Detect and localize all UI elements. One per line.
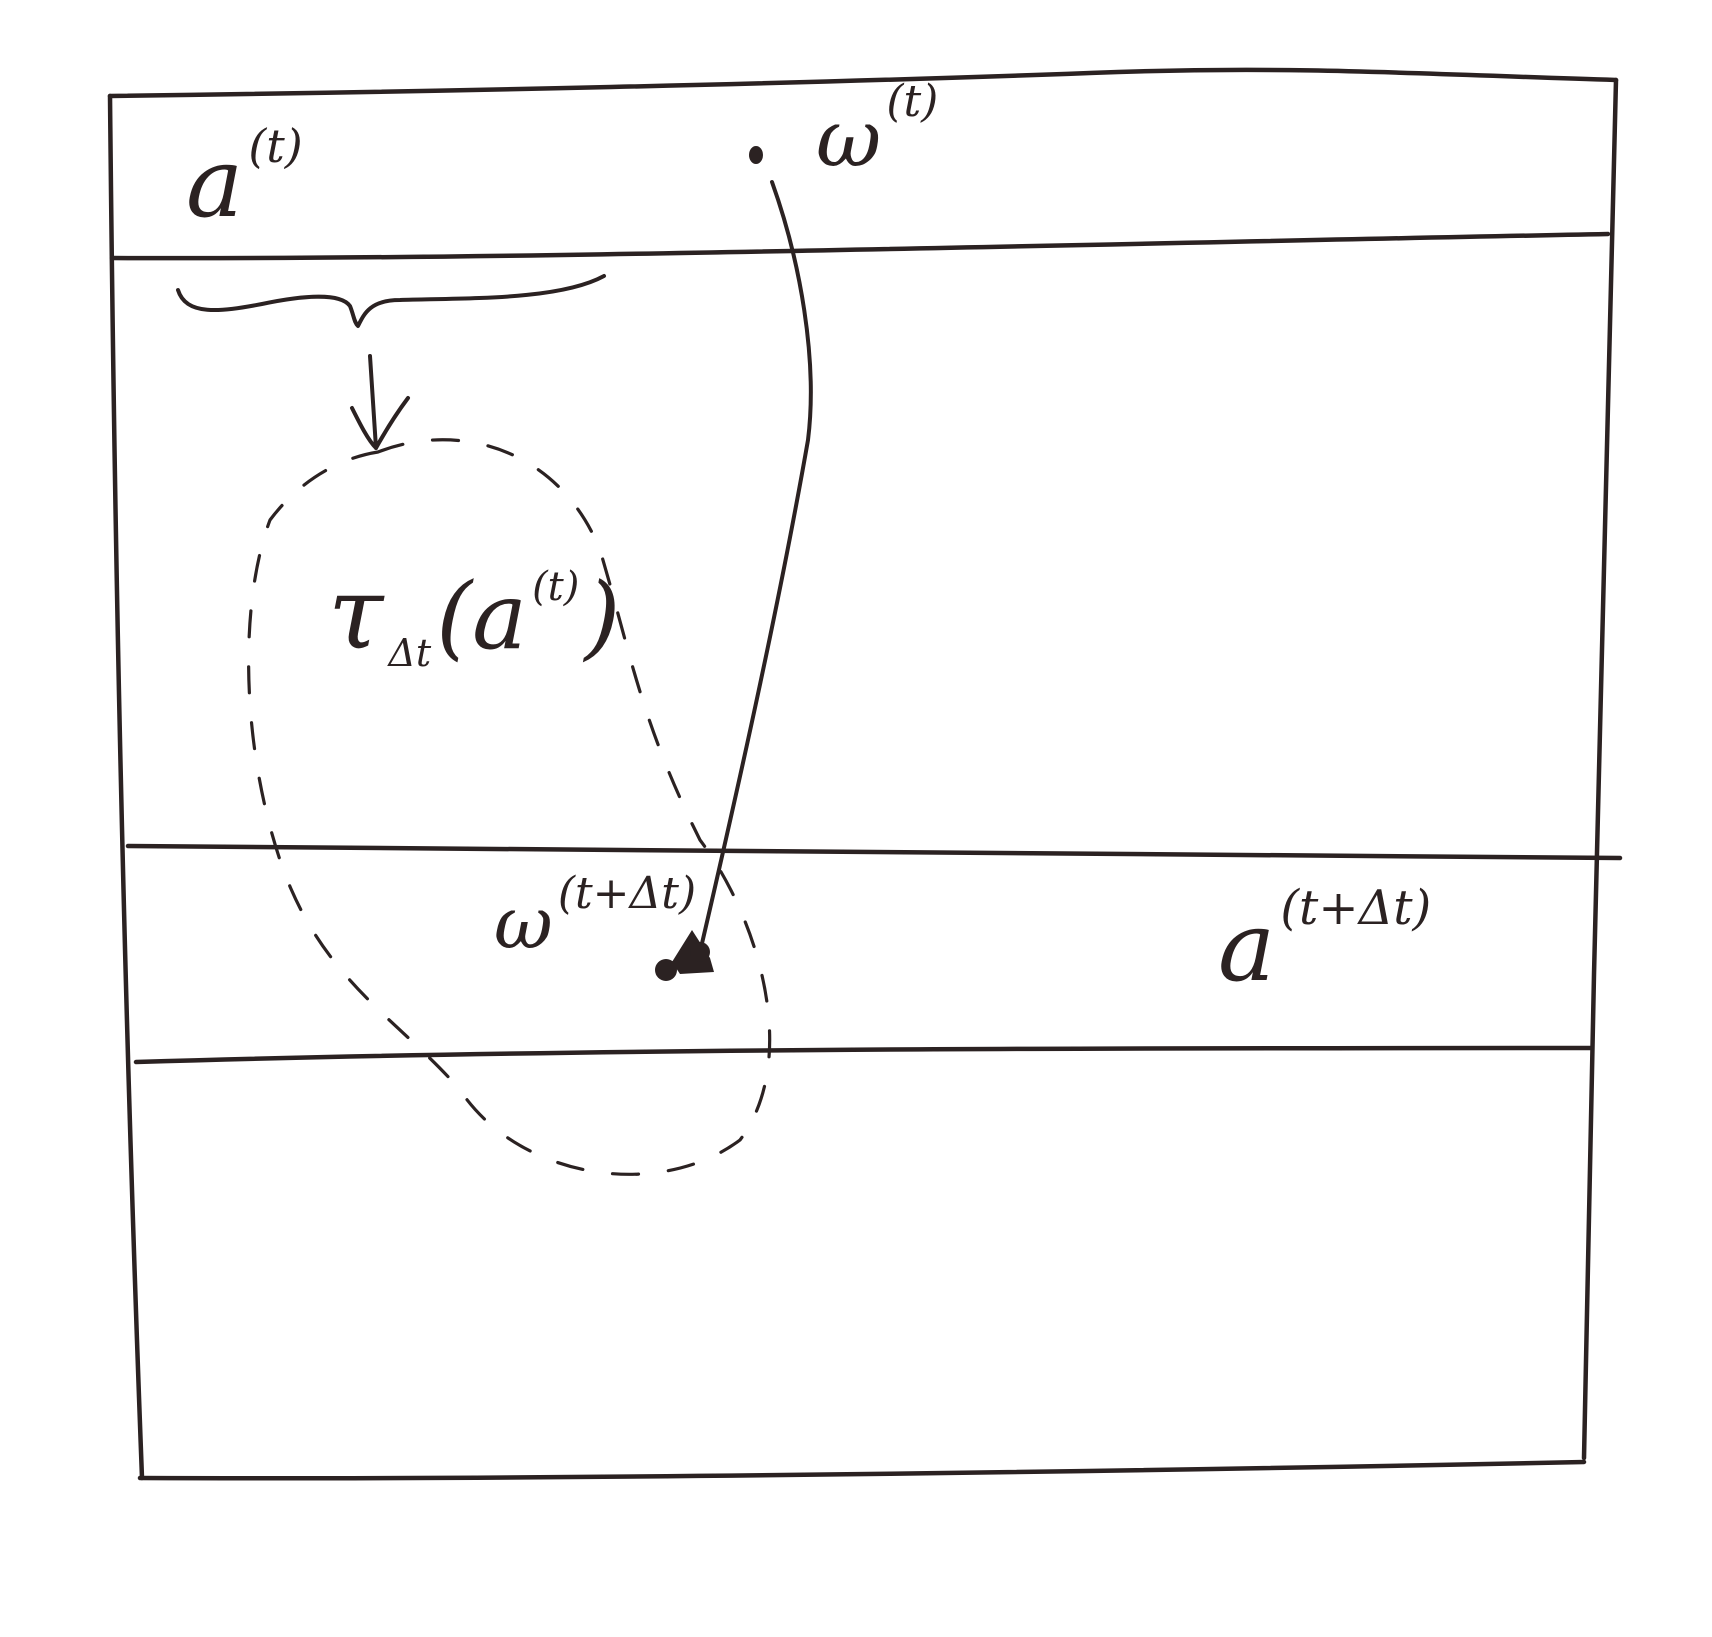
label-a-t-dt: a (t+Δt) bbox=[1218, 880, 1431, 1003]
label-tau-sub: Δt bbox=[386, 631, 431, 675]
band-line-1 bbox=[109, 231, 1611, 261]
label-a-t-sup: (t) bbox=[248, 119, 302, 173]
label-w-t-dt-sup: (t+Δt) bbox=[558, 868, 696, 919]
label-tau-base: τ bbox=[328, 555, 385, 672]
point-w-t bbox=[749, 146, 763, 164]
down-arrow bbox=[350, 354, 410, 450]
band-line-3 bbox=[133, 1045, 1593, 1065]
outer-frame-right bbox=[1581, 77, 1619, 1461]
label-a-t-base: a bbox=[186, 127, 243, 239]
label-w-t-base: ω bbox=[816, 92, 881, 185]
band-line-2 bbox=[125, 843, 1623, 861]
outer-frame-left bbox=[107, 93, 145, 1481]
outer-frame-top bbox=[107, 67, 1619, 99]
label-w-t-dt: ω (t+Δt) bbox=[494, 868, 696, 965]
label-a-t-dt-base: a bbox=[1218, 891, 1275, 1003]
label-w-t-sup: (t) bbox=[886, 76, 938, 127]
label-w-t-dt-base: ω bbox=[494, 881, 553, 965]
label-tau: τ Δt (a (t) ) bbox=[328, 555, 620, 675]
label-tau-arg-open: (a bbox=[436, 563, 527, 670]
label-tau-arg-close: ) bbox=[582, 563, 620, 670]
point-w-t-dt bbox=[655, 930, 714, 981]
brace bbox=[176, 274, 606, 328]
label-w-t: ω (t) bbox=[816, 76, 938, 185]
dashed-region bbox=[247, 438, 772, 1176]
trajectory-line bbox=[698, 180, 813, 954]
label-tau-arg-sup: (t) bbox=[532, 564, 579, 610]
label-a-t: a (t) bbox=[186, 119, 303, 239]
label-a-t-dt-sup: (t+Δt) bbox=[1280, 880, 1431, 936]
outer-frame-bottom bbox=[137, 1459, 1587, 1481]
